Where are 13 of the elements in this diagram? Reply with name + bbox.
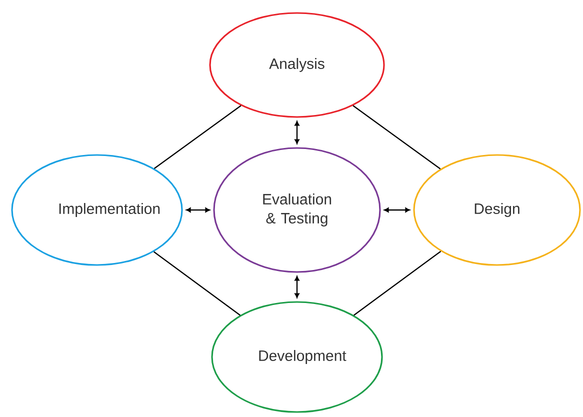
ellipse-node: Analysis (209, 12, 385, 118)
connector (294, 276, 300, 298)
ellipse-node: Evaluation & Testing (213, 147, 381, 273)
connector (354, 250, 442, 316)
ellipse-node: Development (211, 301, 383, 413)
connector (384, 208, 410, 212)
connector (154, 251, 240, 316)
ellipse-node: Design (413, 154, 581, 266)
connector (294, 121, 300, 144)
ellipse-node: Implementation (11, 154, 183, 266)
connector (186, 208, 210, 212)
connector (154, 105, 242, 169)
connector (352, 105, 441, 170)
